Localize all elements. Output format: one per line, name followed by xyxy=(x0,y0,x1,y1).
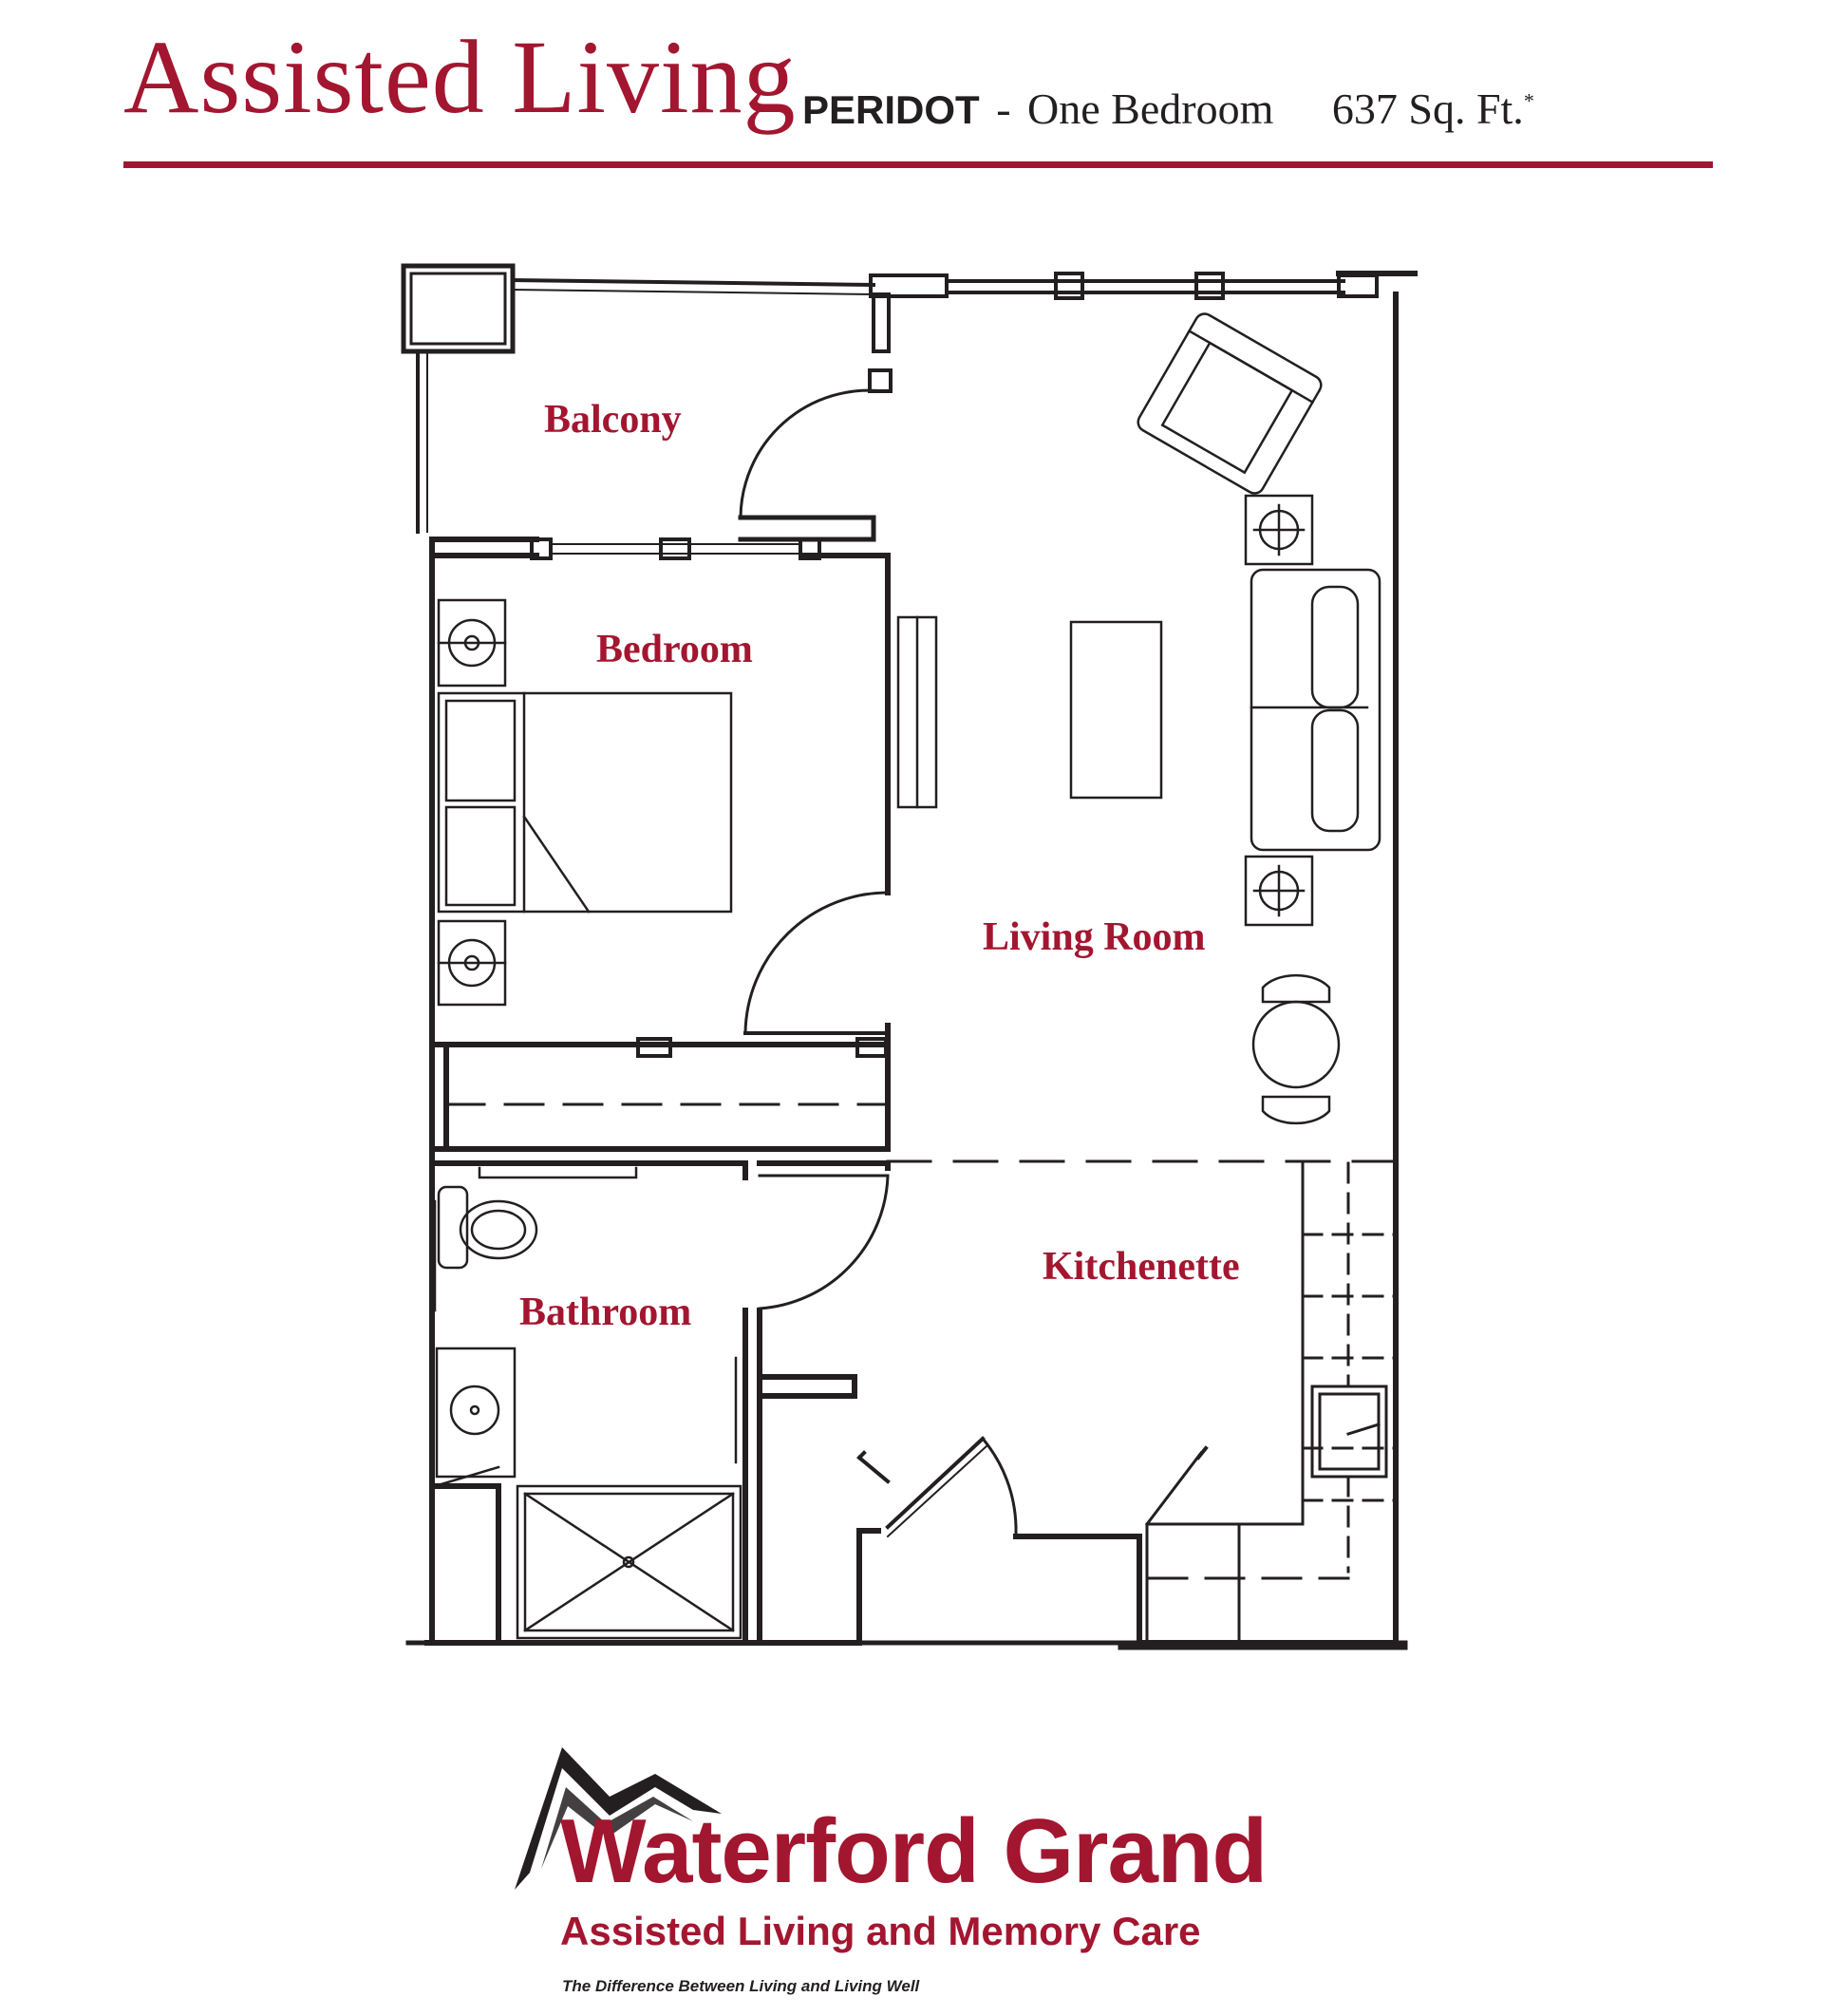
living-room-label: Living Room xyxy=(983,915,1206,959)
brand-subtitle: Assisted Living and Memory Care xyxy=(560,1909,1201,1953)
header-rule xyxy=(123,161,1713,168)
closet xyxy=(444,1037,890,1106)
page-title: Assisted Living xyxy=(123,19,797,135)
mountain-icon xyxy=(515,1747,722,1890)
bathroom-walls xyxy=(429,1160,891,1646)
exterior-walls xyxy=(405,271,1418,1650)
unit-area-footnote-mark: * xyxy=(1523,88,1534,113)
kitchenette-counter xyxy=(1144,1161,1398,1645)
kitchenette-label: Kitchenette xyxy=(1043,1245,1240,1289)
bedroom-label: Bedroom xyxy=(596,628,753,671)
bathroom-door xyxy=(758,1174,890,1310)
living-room-windows xyxy=(868,272,1379,393)
floor-plan: Balcony Bedroom Living Room Bathroom Kit… xyxy=(401,263,1418,1650)
bedroom-door xyxy=(743,891,890,1035)
brand-tagline: The Difference Between Living and Living… xyxy=(562,1977,920,1995)
tv-console xyxy=(896,615,938,809)
unit-name: PERIDOT xyxy=(802,87,980,132)
unit-area-value: 637 Sq. Ft. xyxy=(1331,85,1524,133)
balcony-label: Balcony xyxy=(544,398,682,442)
waterford-grand-logo xyxy=(515,1747,722,1890)
header: Assisted Living PERIDOT - One Bedroom 63… xyxy=(0,0,1823,171)
unit-area: 637 Sq. Ft.* xyxy=(1332,85,1534,133)
brand-name: Waterford Grand xyxy=(560,1800,1268,1902)
unit-type: One Bedroom xyxy=(1027,85,1274,133)
bathroom-fixtures xyxy=(433,1166,742,1640)
bedroom-furniture xyxy=(437,598,733,1007)
balcony-door xyxy=(739,388,885,519)
unit-separator: - xyxy=(996,85,1011,133)
bathroom-label: Bathroom xyxy=(519,1291,691,1334)
bedroom-walls xyxy=(429,537,891,1152)
unit-info: PERIDOT - One Bedroom 637 Sq. Ft.* xyxy=(802,84,1534,134)
entry-door xyxy=(856,1436,1018,1538)
living-room-furniture xyxy=(1069,312,1381,1125)
